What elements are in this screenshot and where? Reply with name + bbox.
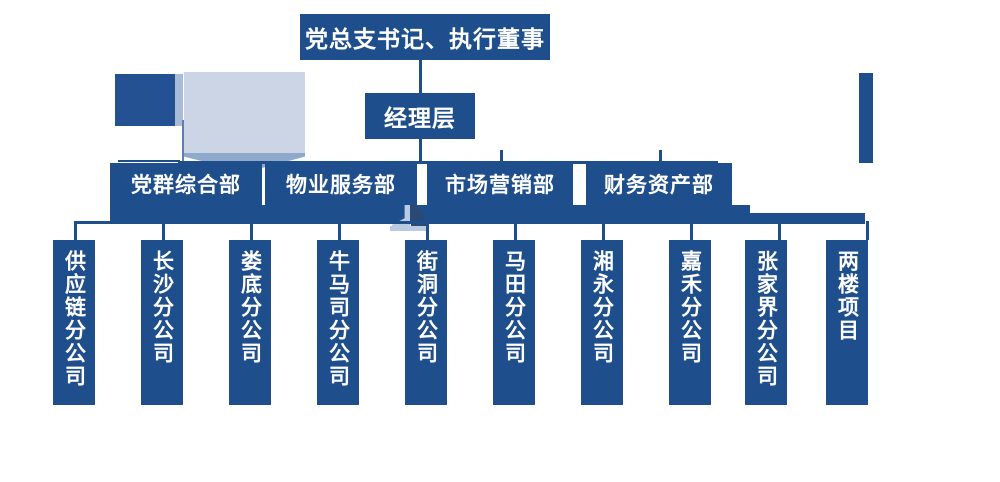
- branch-label: 供应链分公司: [62, 250, 87, 388]
- decorative-right-bar: [859, 73, 873, 163]
- connector-branch-stub-6: [514, 221, 517, 240]
- decorative-square: [115, 74, 175, 126]
- branch-label: 两楼项目: [835, 250, 860, 342]
- node-branch-xiangyong[interactable]: 湘永分公司: [581, 240, 623, 405]
- department-label: 党群综合部: [131, 173, 241, 197]
- branch-label: 马田分公司: [502, 250, 527, 365]
- decorative-flag-base: [390, 226, 428, 231]
- connector-branch-stub-5: [426, 221, 429, 240]
- node-branch-changsha[interactable]: 长沙分公司: [141, 240, 183, 405]
- connector-top-to-manager: [419, 60, 422, 93]
- node-manager-label: 经理层: [384, 106, 456, 131]
- department-label: 市场营销部: [445, 173, 555, 197]
- node-branch-matian[interactable]: 马田分公司: [493, 240, 535, 405]
- node-department-property-service[interactable]: 物业服务部: [265, 163, 417, 205]
- branch-label: 街洞分公司: [414, 250, 439, 365]
- distribution-band-right: [750, 213, 865, 222]
- connector-branch-bus: [75, 221, 865, 224]
- branch-label: 嘉禾分公司: [678, 250, 703, 365]
- node-branch-supply-chain[interactable]: 供应链分公司: [53, 240, 95, 405]
- decorative-guide-horizontal: [118, 160, 180, 162]
- node-branch-niumasi[interactable]: 牛马司分公司: [317, 240, 359, 405]
- department-label: 财务资产部: [604, 173, 714, 197]
- branch-label: 长沙分公司: [150, 250, 175, 365]
- node-department-marketing[interactable]: 市场营销部: [427, 163, 573, 205]
- branch-label: 张家界分公司: [754, 250, 779, 388]
- node-party-secretary-executive-director[interactable]: 党总支书记、执行董事: [300, 14, 550, 60]
- node-project-two-buildings[interactable]: 两楼项目: [826, 240, 868, 405]
- connector-branch-stub-8: [690, 221, 693, 240]
- connector-dept-stub-3: [500, 150, 503, 164]
- connector-branch-stub-1: [74, 221, 77, 240]
- connector-branch-stub-2: [162, 221, 165, 240]
- node-branch-zhangjiajie[interactable]: 张家界分公司: [745, 240, 787, 405]
- branch-label: 湘永分公司: [590, 250, 615, 365]
- connector-branch-stub-3: [250, 221, 253, 240]
- node-branch-jiahe[interactable]: 嘉禾分公司: [669, 240, 711, 405]
- connector-branch-stub-9: [778, 221, 781, 240]
- branch-label: 牛马司分公司: [326, 250, 351, 388]
- connector-department-bus: [178, 161, 718, 164]
- node-department-party-affairs[interactable]: 党群综合部: [110, 163, 262, 205]
- connector-dept-stub-4: [659, 150, 662, 164]
- decorative-strip: [175, 74, 183, 126]
- node-department-finance-assets[interactable]: 财务资产部: [586, 163, 732, 205]
- connector-branch-stub-7: [602, 221, 605, 240]
- branch-label: 娄底分公司: [238, 250, 263, 365]
- connector-branch-stub-4: [338, 221, 341, 240]
- decorative-panel: [184, 72, 305, 153]
- connector-manager-to-dept-bar: [419, 139, 422, 163]
- node-management-layer[interactable]: 经理层: [365, 93, 475, 139]
- connector-branch-stub-10: [866, 221, 869, 240]
- node-branch-jiedong[interactable]: 街洞分公司: [405, 240, 447, 405]
- node-top-label: 党总支书记、执行董事: [305, 27, 545, 52]
- department-label: 物业服务部: [286, 173, 396, 197]
- decorative-guide-vertical: [182, 120, 184, 165]
- node-branch-loudi[interactable]: 娄底分公司: [229, 240, 271, 405]
- distribution-band-left: [110, 205, 750, 222]
